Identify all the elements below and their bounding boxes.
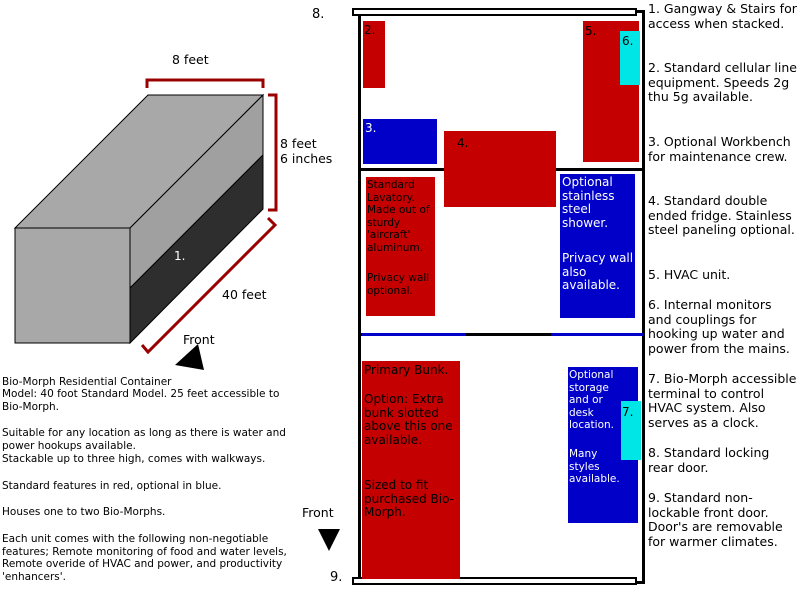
container-front-face: [14, 227, 131, 344]
front-door: [352, 577, 637, 585]
hvac-terminal: [621, 401, 641, 460]
length-dimension-line: [140, 216, 278, 355]
description-model: Model: 40 foot Standard Model. 25 feet a…: [2, 388, 280, 413]
front-arrow-icon: [175, 344, 204, 370]
bunk-sized-text: Sized to fit purchased Bio-Morph.: [364, 478, 454, 519]
description-color-key: Standard features in red, optional in bl…: [2, 480, 222, 492]
legend-item-3: 3. Optional Workbench for maintenance cr…: [648, 134, 791, 164]
height-dimension-line: [268, 93, 278, 212]
lavatory-privacy-text: Privacy wall optional.: [367, 272, 430, 297]
lavatory-text: Standard Lavatory. Made out of sturdy 'a…: [367, 179, 430, 254]
cellular-equipment: [363, 21, 385, 88]
front-door-number: 9.: [330, 570, 343, 585]
workbench: [363, 119, 437, 164]
height-label-inches: 6 inches: [280, 151, 333, 166]
legend-item-6: 6. Internal monitors and couplings for h…: [648, 297, 790, 356]
front-label-3d: Front: [183, 332, 215, 347]
legend-item-9: 9. Standard non-lockable front door. Doo…: [648, 490, 783, 549]
length-label: 40 feet: [222, 287, 267, 302]
optional-partition-right: [551, 333, 643, 336]
shower-text: Optional stainless steel shower.: [562, 175, 615, 230]
storage-text: Optional storage and or desk location.: [569, 369, 614, 431]
optional-partition-left: [362, 333, 466, 336]
fridge-number: 4.: [457, 136, 469, 150]
terminal-number: 7.: [622, 405, 634, 419]
description-features: Each unit comes with the following non-n…: [2, 533, 287, 583]
storage-styles-text: Many styles available.: [569, 448, 620, 485]
bunk-option-text: Option: Extra bunk slotted above this on…: [364, 392, 453, 447]
legend-item-4: 4. Standard double ended fridge. Stainle…: [648, 193, 795, 237]
container-3d-illustration: [13, 78, 278, 370]
width-label: 8 feet: [172, 52, 209, 67]
shower-privacy-text: Privacy wall also available.: [562, 251, 634, 292]
description-title: Bio-Morph Residential Container: [2, 376, 172, 388]
gangway-number-label: 1.: [174, 249, 186, 263]
monitors-number: 6.: [622, 34, 634, 48]
rear-door-number: 8.: [312, 7, 325, 22]
legend-item-5: 5. HVAC unit.: [648, 267, 731, 282]
legend-item-7: 7. Bio-Morph accessible terminal to cont…: [648, 371, 797, 430]
legend-item-2: 2. Standard cellular line equipment. Spe…: [648, 60, 797, 104]
height-label-feet: 8 feet: [280, 136, 317, 151]
legend-item-1: 1. Gangway & Stairs for access when stac…: [648, 1, 797, 31]
bunk-title: Primary Bunk.: [364, 363, 449, 377]
front-arrow-down-icon: [318, 529, 340, 551]
workbench-number: 3.: [365, 121, 377, 135]
legend-item-8: 8. Standard locking rear door.: [648, 445, 770, 475]
shower: [560, 174, 635, 318]
rear-door: [352, 8, 637, 16]
internal-monitors: [620, 31, 640, 85]
description-suitable: Suitable for any location as long as the…: [2, 427, 286, 452]
width-dimension-line: [145, 78, 265, 88]
description-houses: Houses one to two Bio-Morphs.: [2, 506, 166, 518]
hvac-number: 5.: [585, 24, 597, 38]
fridge: [444, 131, 556, 207]
description-stackable: Stackable up to three high, comes with w…: [2, 453, 266, 465]
front-label-plan: Front: [302, 505, 334, 520]
cellular-number: 2.: [364, 23, 376, 37]
primary-bunk: [362, 361, 460, 579]
lower-divider: [358, 333, 645, 336]
lavatory: [366, 177, 435, 316]
